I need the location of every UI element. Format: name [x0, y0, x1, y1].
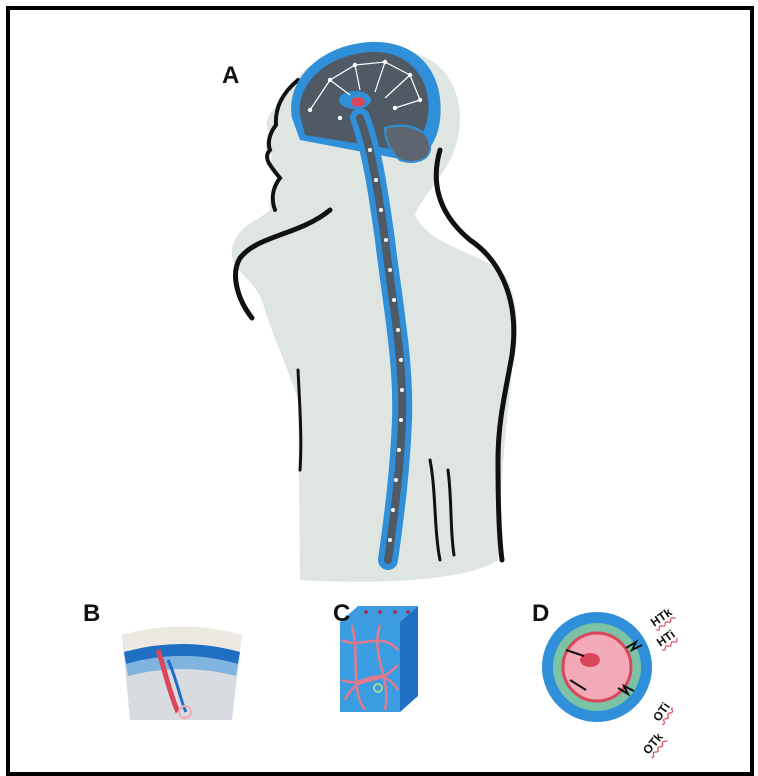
panel-label-b: B	[83, 600, 100, 628]
panel-label-d: D	[532, 600, 549, 628]
panel-d-illustration	[542, 612, 652, 722]
thalamus-vessel	[351, 97, 365, 107]
panel-a-illustration	[232, 42, 517, 582]
panel-b-illustration	[122, 627, 242, 721]
panel-label-c: C	[333, 600, 350, 628]
cube-side	[400, 606, 418, 712]
cube-front	[340, 622, 400, 712]
panel-label-a: A	[222, 62, 239, 90]
panel-c-illustration	[340, 606, 418, 712]
